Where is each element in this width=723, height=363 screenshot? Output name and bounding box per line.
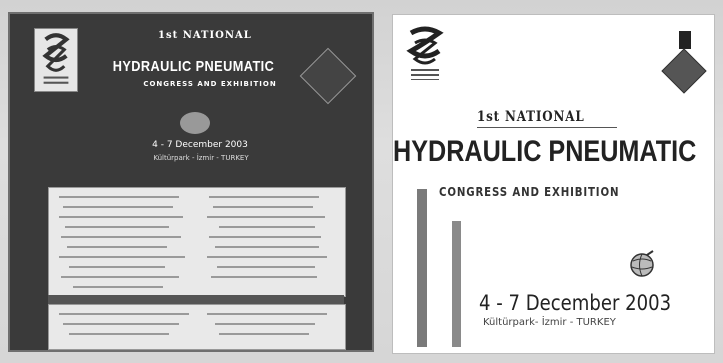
committee-list-box (48, 187, 346, 297)
poster-dates: 4 - 7 December 2003 (152, 140, 248, 150)
text-line (207, 256, 327, 258)
decorative-bar (417, 189, 427, 347)
text-line (61, 276, 179, 278)
text-line (59, 313, 189, 315)
poster-venue: Kültürpark - İzmir - TURKEY (153, 154, 249, 162)
poster-title: HYDRAULIC PNEUMATIC (112, 58, 275, 75)
text-line (207, 216, 325, 218)
text-line (59, 196, 179, 198)
globe-icon (627, 249, 657, 279)
text-line (215, 246, 319, 248)
organization-logo-icon (34, 28, 78, 92)
poster-venue: Kültürpark- İzmir - TURKEY (483, 317, 616, 328)
poster-light-version: 1st NATIONAL HYDRAULIC PNEUMATIC CONGRES… (392, 14, 715, 354)
text-line (209, 196, 319, 198)
text-line (61, 236, 181, 238)
text-line (67, 246, 167, 248)
exhibition-badge-icon (679, 31, 691, 49)
text-line (209, 236, 321, 238)
poster-subtitle: CONGRESS AND EXHIBITION (143, 80, 277, 88)
poster-dark-version: 1st NATIONAL HYDRAULIC PNEUMATIC CONGRES… (8, 12, 374, 352)
text-line (59, 256, 185, 258)
text-line (63, 323, 179, 325)
text-line (215, 323, 315, 325)
poster-subtitle: CONGRESS AND EXHIBITION (439, 185, 620, 199)
organization-logo-icon (405, 25, 445, 81)
text-line (217, 266, 315, 268)
sponsors-list-box (48, 304, 346, 350)
text-line (219, 226, 315, 228)
exhibition-badge-icon (661, 48, 707, 94)
globe-icon (180, 112, 210, 134)
exhibition-badge-icon (299, 47, 357, 105)
text-line (63, 206, 173, 208)
text-line (213, 206, 313, 208)
title-rule (477, 127, 617, 128)
poster-dates: 4 - 7 December 2003 (479, 291, 672, 315)
text-line (69, 266, 165, 268)
text-line (207, 313, 327, 315)
text-line (65, 226, 169, 228)
decorative-bar (452, 221, 461, 347)
text-line (211, 276, 317, 278)
poster-ordinal: 1st NATIONAL (158, 30, 252, 41)
text-line (73, 286, 163, 288)
section-divider-strip (48, 295, 344, 304)
text-line (219, 333, 309, 335)
poster-title: HYDRAULIC PNEUMATIC (393, 135, 697, 168)
poster-ordinal: 1st NATIONAL (477, 109, 585, 125)
text-line (59, 216, 183, 218)
text-line (69, 333, 169, 335)
